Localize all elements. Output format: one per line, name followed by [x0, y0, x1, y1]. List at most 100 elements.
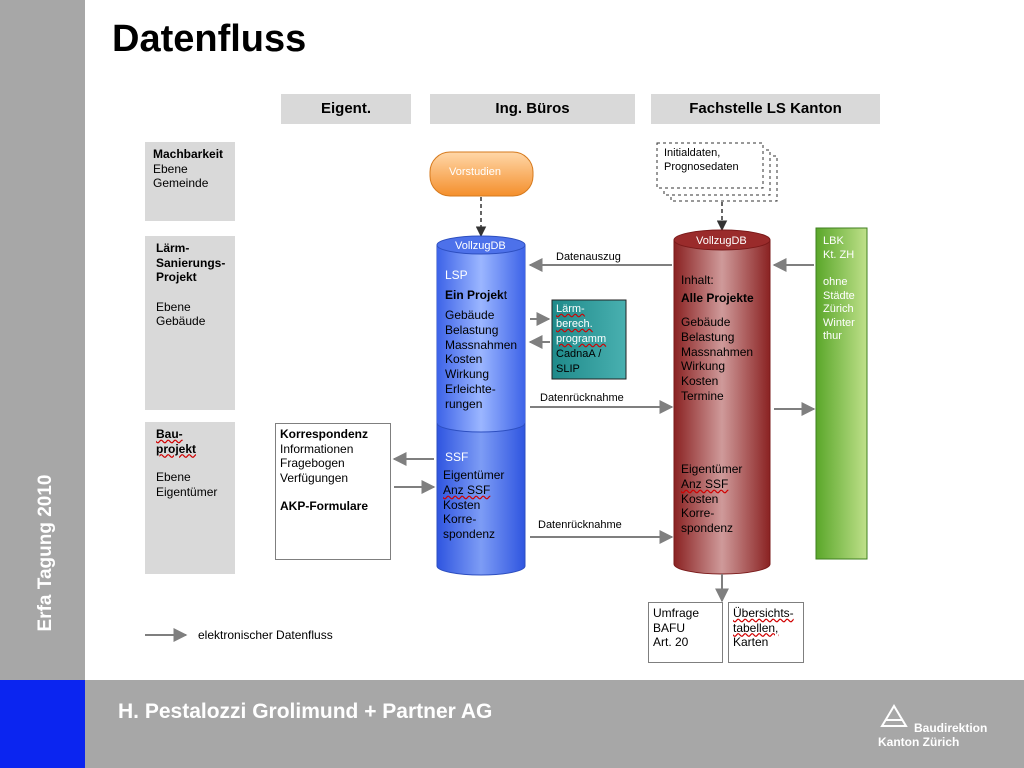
umfrage-line: Umfrage	[653, 606, 700, 620]
left-db-ssf-item: Kosten	[443, 497, 481, 512]
left-db-lsp-item: Erleichte-	[445, 381, 496, 396]
datenruecknahme-label-2: Datenrücknahme	[538, 519, 622, 531]
uebersicht-box: Übersichts- tabellen, Karten	[728, 602, 804, 663]
right-db-item2: Korre-	[681, 506, 715, 521]
left-db-lsp-item: Wirkung	[445, 367, 490, 382]
left-db-ssf-items: Eigentümer Anz SSF Kosten Korre- sponden…	[443, 468, 504, 542]
left-db-ssf-item: spondenz	[443, 527, 496, 542]
korrespondenz-item: Verfügungen	[280, 470, 349, 485]
left-db-lsp-item: Kosten	[445, 352, 483, 367]
right-db-item: Kosten	[681, 374, 719, 389]
laermberech-line: SLIP	[556, 363, 580, 375]
column-header-ing: Ing. Büros	[430, 94, 635, 124]
korrespondenz-box: Korrespondenz Informationen Fragebogen V…	[275, 423, 391, 560]
logo-line1: Baudirektion	[914, 721, 988, 735]
initialdaten-box	[656, 142, 764, 189]
right-db-body	[673, 240, 771, 575]
left-db-top	[436, 235, 526, 255]
column-header-fachstelle: Fachstelle LS Kanton	[651, 94, 880, 124]
stage-laerm-title2: Sanierungs-	[156, 255, 226, 270]
logo-emblem-icon	[880, 704, 908, 727]
footer-text: H. Pestalozzi Grolimund + Partner AG	[118, 700, 493, 723]
lbk-text: LBK Kt. ZH ohne Städte Zürich Winter thu…	[823, 235, 855, 344]
left-db-lsp-title-a: Ein Projek	[445, 288, 504, 302]
right-db-item: Termine	[681, 388, 724, 403]
right-db-item: Gebäude	[681, 315, 731, 329]
lbk-item: Zürich	[823, 303, 854, 315]
stage-bau-title1: Bau-	[156, 427, 183, 441]
uebersicht-line: Karten	[733, 635, 769, 649]
column-header-eigent: Eigent.	[281, 94, 411, 124]
laermberech-text: Lärm- berech. programm CadnaA / SLIP	[556, 302, 606, 377]
left-db-lsp-title-b: t	[503, 288, 508, 302]
right-db-inhalt: Inhalt:	[681, 273, 714, 287]
uebersicht-line: tabellen,	[733, 620, 779, 635]
left-db-ssf-item: Korre-	[443, 512, 477, 527]
right-db-title: Alle Projekte	[681, 291, 754, 305]
uebersicht-line: Übersichts-	[733, 606, 794, 620]
right-db-item2: Anz SSF	[681, 476, 729, 491]
right-db-item: Massnahmen	[681, 344, 754, 359]
right-db-item: Belastung	[681, 329, 735, 344]
stage-machbarkeit-title: Machbarkeit	[153, 147, 224, 161]
right-db-item: Wirkung	[681, 359, 726, 374]
sidebar-bar	[0, 0, 85, 680]
right-db-items: Gebäude Belastung Massnahmen Wirkung Kos…	[681, 315, 753, 404]
stage-machbarkeit-line1: Ebene	[153, 161, 188, 176]
stage-bau: Bau- projekt Ebene Eigentümer	[145, 422, 235, 574]
left-db-ssf-item: Anz SSF	[443, 482, 491, 497]
left-db-divider	[436, 422, 526, 433]
left-db-ssf-label: SSF	[445, 450, 469, 464]
korrespondenz-item: Fragebogen	[280, 456, 345, 470]
lbk-item: ohne	[823, 276, 848, 288]
laermberech-box	[551, 299, 627, 380]
laermberech-line: programm	[556, 333, 607, 345]
korrespondenz-item: Informationen	[280, 441, 354, 456]
laermberech-line: CadnaA /	[556, 348, 602, 360]
stage-machbarkeit-line2: Gemeinde	[153, 176, 209, 190]
left-db-lsp-item: Belastung	[445, 322, 499, 337]
vorstudien-label: Vorstudien	[449, 166, 501, 178]
initialdaten-label: Initialdaten, Prognosedaten	[664, 147, 739, 174]
laermberech-line: berech.	[556, 318, 593, 330]
umfrage-box: Umfrage BAFU Art. 20	[648, 602, 723, 663]
left-db-header: VollzugDB	[455, 240, 506, 252]
left-db-lsp-label: LSP	[445, 268, 468, 282]
right-db-items2: Eigentümer Anz SSF Kosten Korre- sponden…	[681, 462, 742, 536]
left-db-lsp-item: rungen	[445, 396, 483, 411]
legend-label: elektronischer Datenfluss	[198, 628, 333, 642]
initialdaten-line2: Prognosedaten	[664, 160, 739, 173]
right-db-header: VollzugDB	[696, 235, 747, 247]
laermberech-line: Lärm-	[556, 303, 585, 315]
right-db-item2: Kosten	[681, 491, 719, 506]
corner-block	[0, 680, 85, 768]
initialdaten-line1: Initialdaten,	[664, 147, 721, 159]
stage-bau-line1: Ebene	[156, 470, 191, 484]
left-db-lsp-item: Gebäude	[445, 308, 495, 322]
lbk-item: Städte	[823, 289, 855, 302]
umfrage-line: Art. 20	[653, 635, 689, 649]
stage-bau-title2: projekt	[156, 441, 197, 456]
lbk-line2: Kt. ZH	[823, 248, 855, 261]
stage-laerm-title1: Lärm-	[156, 241, 190, 255]
left-db-lsp-section	[437, 245, 525, 432]
datenruecknahme-label-1: Datenrücknahme	[540, 392, 624, 404]
right-db-item2: Eigentümer	[681, 462, 743, 476]
left-db-lsp-item: Massnahmen	[445, 337, 518, 352]
logo-line2: Kanton Zürich	[878, 735, 960, 749]
stage-laerm: Lärm- Sanierungs- Projekt Ebene Gebäude	[145, 236, 235, 410]
left-db-lsp-items: Gebäude Belastung Massnahmen Kosten Wirk…	[445, 308, 517, 412]
datenauszug-label: Datenauszug	[556, 251, 621, 263]
footer-bar	[85, 680, 1024, 768]
left-db-ssf-item: Eigentümer	[443, 468, 505, 482]
lbk-line1: LBK	[823, 235, 844, 247]
stage-laerm-line1: Ebene	[156, 299, 191, 314]
diagram-canvas	[145, 142, 868, 642]
left-db-lsp-title: Ein Projekt	[445, 288, 507, 303]
right-db-item2: spondenz	[681, 521, 734, 536]
lbk-item: Winter	[823, 316, 855, 329]
right-db-top	[673, 229, 771, 251]
canton-logo	[880, 704, 908, 727]
stage-machbarkeit: Machbarkeit Ebene Gemeinde	[145, 142, 235, 221]
umfrage-line: BAFU	[653, 620, 686, 635]
